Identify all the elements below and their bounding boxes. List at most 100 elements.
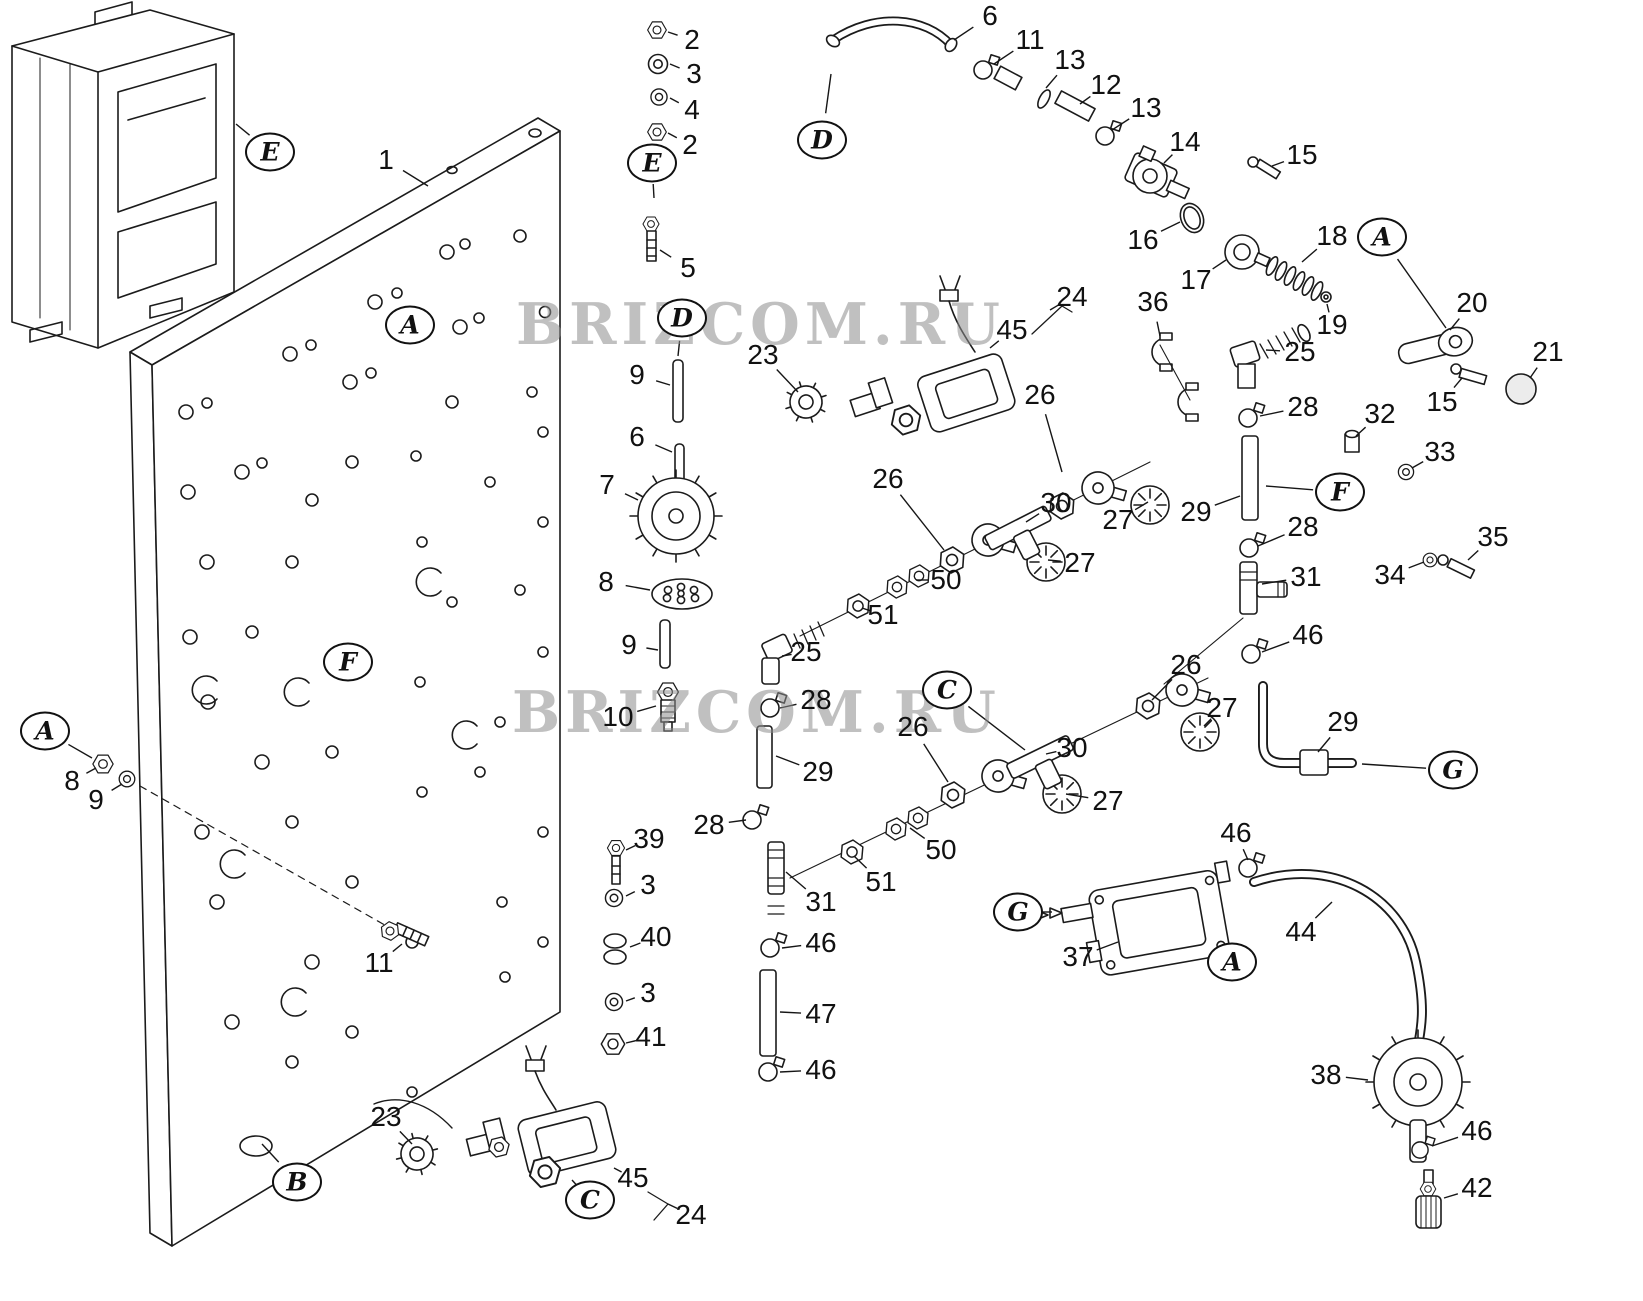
part-number-label: 46 — [1292, 619, 1324, 650]
part-number-label: 28 — [693, 809, 725, 840]
leader-line — [1271, 160, 1285, 167]
leader-line — [1160, 221, 1181, 232]
part-number-label: 8 — [64, 765, 80, 796]
leader-line — [1025, 513, 1040, 523]
leader-line — [1396, 258, 1447, 329]
leader-line — [785, 871, 807, 890]
part-number-label: 23 — [370, 1101, 402, 1132]
part-number-label: 35 — [1477, 521, 1509, 552]
leader-line — [781, 944, 802, 949]
leader-line — [659, 249, 672, 258]
leader-line — [1212, 259, 1227, 270]
valve-chain-lower — [789, 669, 1220, 879]
part-number-label: 27 — [1064, 547, 1096, 578]
leader-line — [625, 1039, 637, 1044]
leader-line — [1045, 750, 1057, 755]
part-number-label: 29 — [1180, 496, 1212, 527]
part-number-label: 40 — [640, 921, 672, 952]
part-number-label: 12 — [1090, 69, 1122, 100]
leader-line — [1111, 118, 1130, 131]
leader-line — [1096, 941, 1119, 951]
part-number-label: 9 — [621, 629, 637, 660]
part-number-label: 46 — [805, 1054, 837, 1085]
leader-line — [261, 1143, 280, 1163]
leader-line — [625, 997, 636, 1002]
leader-line — [1261, 641, 1290, 653]
leader-line — [1049, 304, 1060, 311]
solenoid-valve-top — [778, 275, 1073, 438]
part-number-label: 17 — [1180, 264, 1212, 295]
cabinet-outline — [11, 1, 235, 349]
part-number-label: 2 — [684, 24, 700, 55]
leader-line — [899, 494, 945, 551]
spring — [1265, 256, 1324, 301]
inlet-hose-assembly — [825, 16, 1537, 405]
leader-line — [953, 26, 974, 41]
part-number-label: 3 — [640, 977, 656, 1008]
leader-line — [1314, 901, 1333, 919]
part-number-label: 1 — [378, 144, 394, 175]
leader-line — [1151, 678, 1173, 701]
leader-line — [779, 1070, 802, 1073]
leader-line — [1257, 534, 1285, 547]
leader-line — [392, 943, 403, 953]
part-number-label: 44 — [1285, 916, 1317, 947]
leader-line — [669, 63, 680, 69]
part-number-label: 6 — [982, 0, 998, 31]
leader-line — [1156, 321, 1161, 337]
leader-line — [728, 819, 747, 824]
leader-line — [776, 369, 799, 393]
part-number-label: 15 — [1426, 386, 1458, 417]
letter-callout-A: A — [20, 711, 70, 751]
leader-line — [1044, 414, 1063, 473]
part-number-label: 26 — [1170, 649, 1202, 680]
leader-line — [923, 743, 949, 783]
leader-line — [967, 705, 1026, 751]
right-riser — [1163, 323, 1357, 776]
letter-callout-C: C — [565, 1180, 615, 1220]
tap-handle — [1397, 326, 1474, 365]
letter-callout-D: D — [657, 298, 707, 338]
part-number-label: 50 — [925, 834, 957, 865]
part-number-label: 46 — [1461, 1115, 1493, 1146]
leader-line — [861, 607, 871, 612]
leader-line — [1047, 559, 1061, 562]
part-number-label: 26 — [872, 463, 904, 494]
leader-line — [624, 493, 639, 501]
letter-callout-A: A — [1207, 942, 1257, 982]
part-number-label: 28 — [1287, 391, 1319, 422]
part-number-label: 11 — [364, 947, 394, 978]
leader-line — [853, 855, 868, 869]
part-number-label: 50 — [930, 564, 962, 595]
letter-callout-A: A — [1357, 217, 1407, 257]
part-number-label: 51 — [865, 866, 897, 897]
leader-line — [1134, 501, 1149, 511]
reservoir-cap-group — [629, 359, 723, 732]
leader-line — [1163, 154, 1173, 164]
letter-callout-F: F — [1315, 472, 1365, 512]
part-number-label: 37 — [1062, 941, 1094, 972]
letter-callout-G: G — [1428, 750, 1478, 790]
part-number-label: 24 — [1056, 281, 1088, 312]
left-drop-line — [742, 691, 788, 1082]
part-number-label: 14 — [1169, 126, 1201, 157]
part-number-label: 28 — [1287, 511, 1319, 542]
part-number-label: 8 — [598, 566, 614, 597]
leader-line — [993, 50, 1014, 65]
leader-line — [909, 827, 926, 839]
leader-line — [68, 743, 93, 759]
leader-line — [1355, 426, 1367, 437]
small-fasteners-right — [1344, 429, 1476, 579]
part-number-label: 4 — [684, 94, 700, 125]
fastener-stack — [642, 21, 669, 262]
solenoid-valve-bottom — [373, 1045, 669, 1221]
part-number-label: 26 — [1024, 379, 1056, 410]
leader-line — [1361, 763, 1427, 769]
leader-line — [779, 703, 797, 709]
leader-line — [1261, 579, 1287, 585]
part-number-label: 32 — [1364, 398, 1396, 429]
leader-line — [637, 705, 657, 713]
leader-line — [655, 380, 671, 386]
